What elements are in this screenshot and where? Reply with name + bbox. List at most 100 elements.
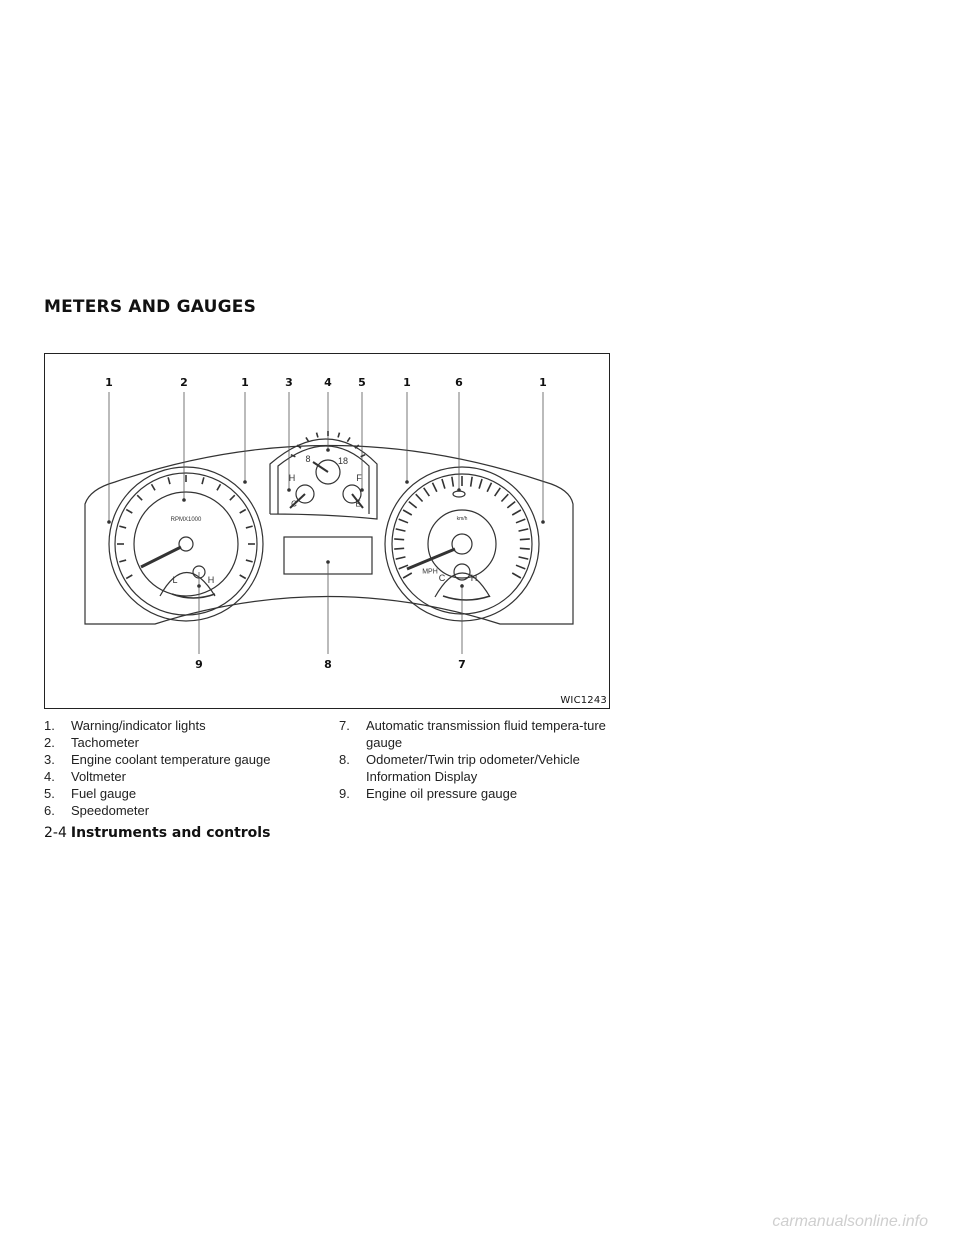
dial-tick [519,538,530,541]
legend-number: 5. [44,786,55,801]
voltmeter-hub [315,459,341,485]
legend-left-column: 1.Warning/indicator lights 2.Tachometer … [44,717,324,819]
callout-warning-lights-1: 1 [105,376,113,389]
figure-id: WIC1243 [560,695,607,706]
dial-tick [354,444,360,449]
callout-tachometer: 2 [180,376,188,389]
dial-tick [511,572,522,579]
dial-tick [394,547,405,550]
volt-high-label: 18 [337,456,349,466]
tachometer-hub [178,536,194,552]
dial-tick [518,556,529,560]
speedometer-hub [451,533,473,555]
page-number: 2-4 [44,825,67,841]
coolant-cold-label: C [291,499,297,509]
dial-tick [431,482,438,493]
legend-item: 4. Voltmeter [44,768,324,785]
legend-item: 7. Automatic transmission fluid tempera-t… [339,717,614,751]
speed-mph-label: MPH [422,568,438,576]
legend-item: 1. Warning/indicator lights [44,717,324,734]
callout-speedometer: 6 [455,376,463,389]
dial-tick [402,509,413,516]
legend-text: Odometer/Twin trip odometer/Vehicle Info… [366,752,580,784]
instrument-panel-figure: 1 2 1 3 4 5 1 6 1 9 8 7 RPMX1000 L H H C… [44,353,610,709]
legend-number: 1. [44,718,55,733]
coolant-hub [295,484,315,504]
legend-number: 6. [44,803,55,818]
dial-tick [239,508,247,514]
dial-tick [394,538,405,541]
dial-tick [337,432,341,438]
dial-tick [398,564,409,570]
dial-tick [290,453,296,458]
dial-tick [167,477,171,485]
dial-tick [119,525,127,529]
legend-text: Engine coolant temperature gauge [71,752,271,767]
dial-tick [506,500,516,509]
callout-warning-lights-3: 1 [403,376,411,389]
legend-item: 9. Engine oil pressure gauge [339,785,614,802]
legend-text: Speedometer [71,803,150,818]
legend-number: 7. [339,718,350,733]
legend-number: 8. [339,752,350,767]
dial-tick [125,574,133,580]
dial-tick [216,483,222,491]
callout-odometer-display: 8 [324,658,332,671]
dial-tick [136,494,143,501]
tach-unit-label: RPMX1000 [170,517,202,523]
dial-tick [518,528,529,532]
dial-tick [469,476,473,487]
section-title: METERS AND GAUGES [44,297,257,317]
chapter-title: Instruments and controls [70,825,271,841]
speed-kmh-label: km/h [456,516,468,522]
dial-tick [239,574,247,580]
dial-tick [296,444,302,449]
trans-cold-label: C [438,573,446,583]
dial-tick [346,436,351,443]
dial-tick [408,500,418,509]
legend-number: 4. [44,769,55,784]
callout-trans-temp: 7 [458,658,466,671]
dial-tick [451,476,455,487]
oil-low-label: L [172,575,178,585]
dial-tick [402,572,413,579]
dial-tick [395,556,406,560]
legend-item: 6. Speedometer [44,802,324,819]
dial-tick [398,518,409,524]
fuel-hub [342,484,362,504]
dial-tick [245,559,253,563]
legend-text: Tachometer [71,735,139,750]
oil-high-label: H [207,575,215,585]
dial-tick [125,508,133,514]
legend-item: 8. Odometer/Twin trip odometer/Vehicle In… [339,751,614,785]
callout-oil-pressure: 9 [195,658,203,671]
dial-tick [315,432,319,438]
legend-number: 9. [339,786,350,801]
legend-item: 3. Engine coolant temperature gauge [44,751,324,768]
trans-temp-dial [434,572,491,598]
instrument-cluster-illustration [84,392,574,654]
fuel-empty-label: E [355,499,361,509]
center-gauge-housing [269,438,378,520]
dial-tick [486,482,493,493]
callout-warning-lights-2: 1 [241,376,249,389]
dial-tick [478,478,483,489]
dial-tick [360,453,366,458]
trans-high-label: H [470,573,478,583]
legend-number: 2. [44,735,55,750]
dial-tick [441,478,446,489]
legend-text: Warning/indicator lights [71,718,206,733]
dial-tick [415,493,424,503]
legend-text: Voltmeter [71,769,126,784]
dial-tick [500,493,509,503]
callout-warning-lights-4: 1 [539,376,547,389]
dial-tick [305,436,310,443]
legend-text: Engine oil pressure gauge [366,786,518,801]
legend-text: Automatic transmission fluid tempera-tur… [366,718,606,750]
dial-tick [494,487,501,497]
dial-tick [201,477,205,485]
legend-number: 3. [44,752,55,767]
legend-right-column: 7. Automatic transmission fluid tempera-t… [339,717,614,802]
volt-low-label: 8 [305,454,311,464]
